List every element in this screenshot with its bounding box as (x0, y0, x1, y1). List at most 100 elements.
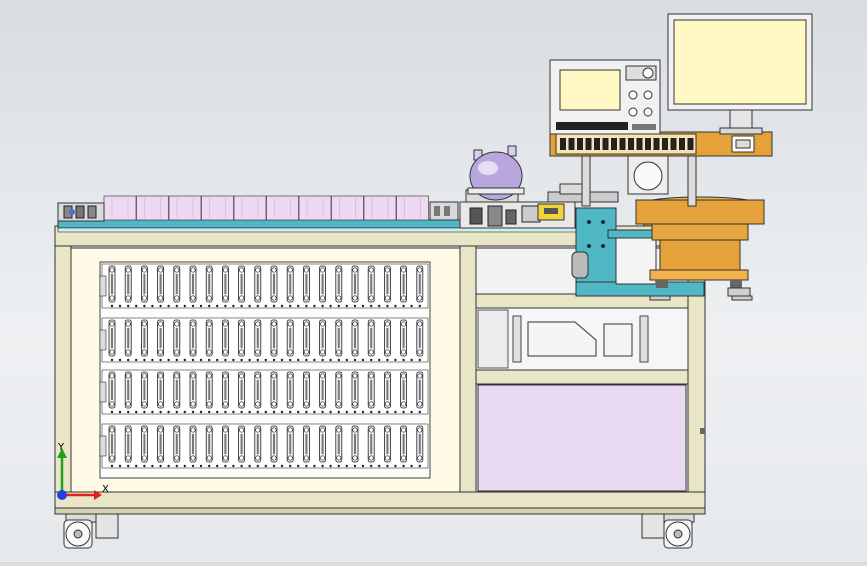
row-clamp (99, 275, 107, 297)
test-fixture (416, 319, 424, 362)
x-axis-label: X (102, 484, 109, 495)
test-fixture (254, 265, 267, 308)
desk-switch-bank (560, 138, 694, 150)
fixture-panel (70, 247, 461, 493)
cabinet-base-foot-rail (54, 507, 706, 515)
desk-switch (636, 138, 643, 150)
test-fixture (221, 371, 235, 414)
conveyor-cap (103, 195, 137, 221)
test-fixture (108, 319, 122, 362)
test-fixture (254, 319, 267, 362)
caster-left (63, 513, 119, 549)
test-fixture (286, 319, 300, 362)
test-fixture (221, 265, 235, 308)
control-desk (549, 131, 773, 207)
test-fixture (270, 425, 284, 468)
test-fixture (189, 371, 203, 414)
sphere-reservoir (465, 145, 525, 211)
desk-switch (679, 138, 685, 150)
desk-switch (594, 138, 600, 150)
conveyor-cap (298, 195, 332, 221)
test-fixture (124, 425, 138, 468)
test-fixture (221, 319, 235, 362)
test-fixture (140, 371, 154, 414)
test-fixture (351, 371, 365, 414)
test-fixture (157, 371, 170, 414)
desk-post-right (687, 153, 697, 207)
test-fixture (335, 371, 348, 414)
test-fixture (302, 371, 316, 414)
conveyor-cap (136, 195, 169, 221)
coordinate-triad: X Y (52, 440, 122, 510)
test-fixture (286, 425, 300, 468)
motor-knob (571, 251, 589, 279)
test-fixture (400, 425, 413, 468)
test-fixture (416, 425, 424, 468)
test-fixture (254, 371, 267, 414)
test-fixture (108, 425, 122, 468)
conveyor-clips (429, 201, 459, 221)
fixture-row (101, 317, 429, 363)
conveyor-cap (363, 195, 397, 221)
desk-switch (577, 138, 583, 150)
test-fixture (270, 319, 284, 362)
test-fixture (351, 319, 365, 362)
test-fixture (302, 425, 316, 468)
conveyor-cap (201, 195, 234, 221)
test-fixture (367, 371, 381, 414)
desk-switch (645, 138, 651, 150)
test-fixture (286, 371, 300, 414)
test-fixture (189, 319, 203, 362)
conveyor-caps (103, 195, 429, 221)
middle-left-handle (512, 315, 522, 363)
test-fixture (367, 425, 381, 468)
test-fixture (335, 265, 348, 308)
z-axis-dot (57, 490, 67, 500)
monitor-screen (673, 19, 807, 105)
fixture-row (101, 423, 429, 469)
test-fixture (173, 265, 186, 308)
test-fixture (173, 371, 186, 414)
row-clamp (99, 435, 107, 457)
test-fixture (351, 425, 365, 468)
test-fixture (383, 319, 397, 362)
test-fixture (173, 319, 186, 362)
desk-switch (560, 138, 566, 150)
pick-place-station (459, 183, 619, 229)
test-fixture (319, 265, 332, 308)
main-cabinet (54, 225, 706, 515)
desk-switch (687, 138, 694, 150)
row-clamp (99, 381, 107, 403)
test-fixture (383, 371, 397, 414)
test-fixture (205, 265, 219, 308)
conveyor-cap (331, 195, 364, 221)
desk-post-left (581, 153, 591, 207)
fixture-grid (99, 263, 429, 469)
lower-shelf (475, 369, 689, 385)
test-fixture (205, 319, 219, 362)
fixture-row (101, 263, 429, 309)
desk-switch (611, 138, 617, 150)
test-fixture (238, 319, 251, 362)
test-fixture (416, 265, 424, 308)
test-fixture (140, 319, 154, 362)
test-fixture (173, 425, 186, 468)
bowl-feeder (635, 196, 765, 297)
test-fixture (400, 265, 413, 308)
desk-switch (568, 138, 575, 150)
desk-switch (670, 138, 677, 150)
cabinet-middle-post (459, 245, 477, 511)
test-fixture (238, 265, 251, 308)
test-fixture (238, 425, 251, 468)
y-axis-arrowhead (57, 448, 67, 458)
x-axis-arrowhead (94, 490, 102, 500)
y-axis-label: Y (58, 442, 65, 453)
test-fixture (157, 265, 170, 308)
test-fixture (400, 319, 413, 362)
test-fixture (400, 371, 413, 414)
desk-switch (653, 138, 660, 150)
right-cabinet (475, 247, 705, 492)
left-end-mechanism (57, 202, 105, 222)
conveyor-cap (396, 195, 429, 221)
